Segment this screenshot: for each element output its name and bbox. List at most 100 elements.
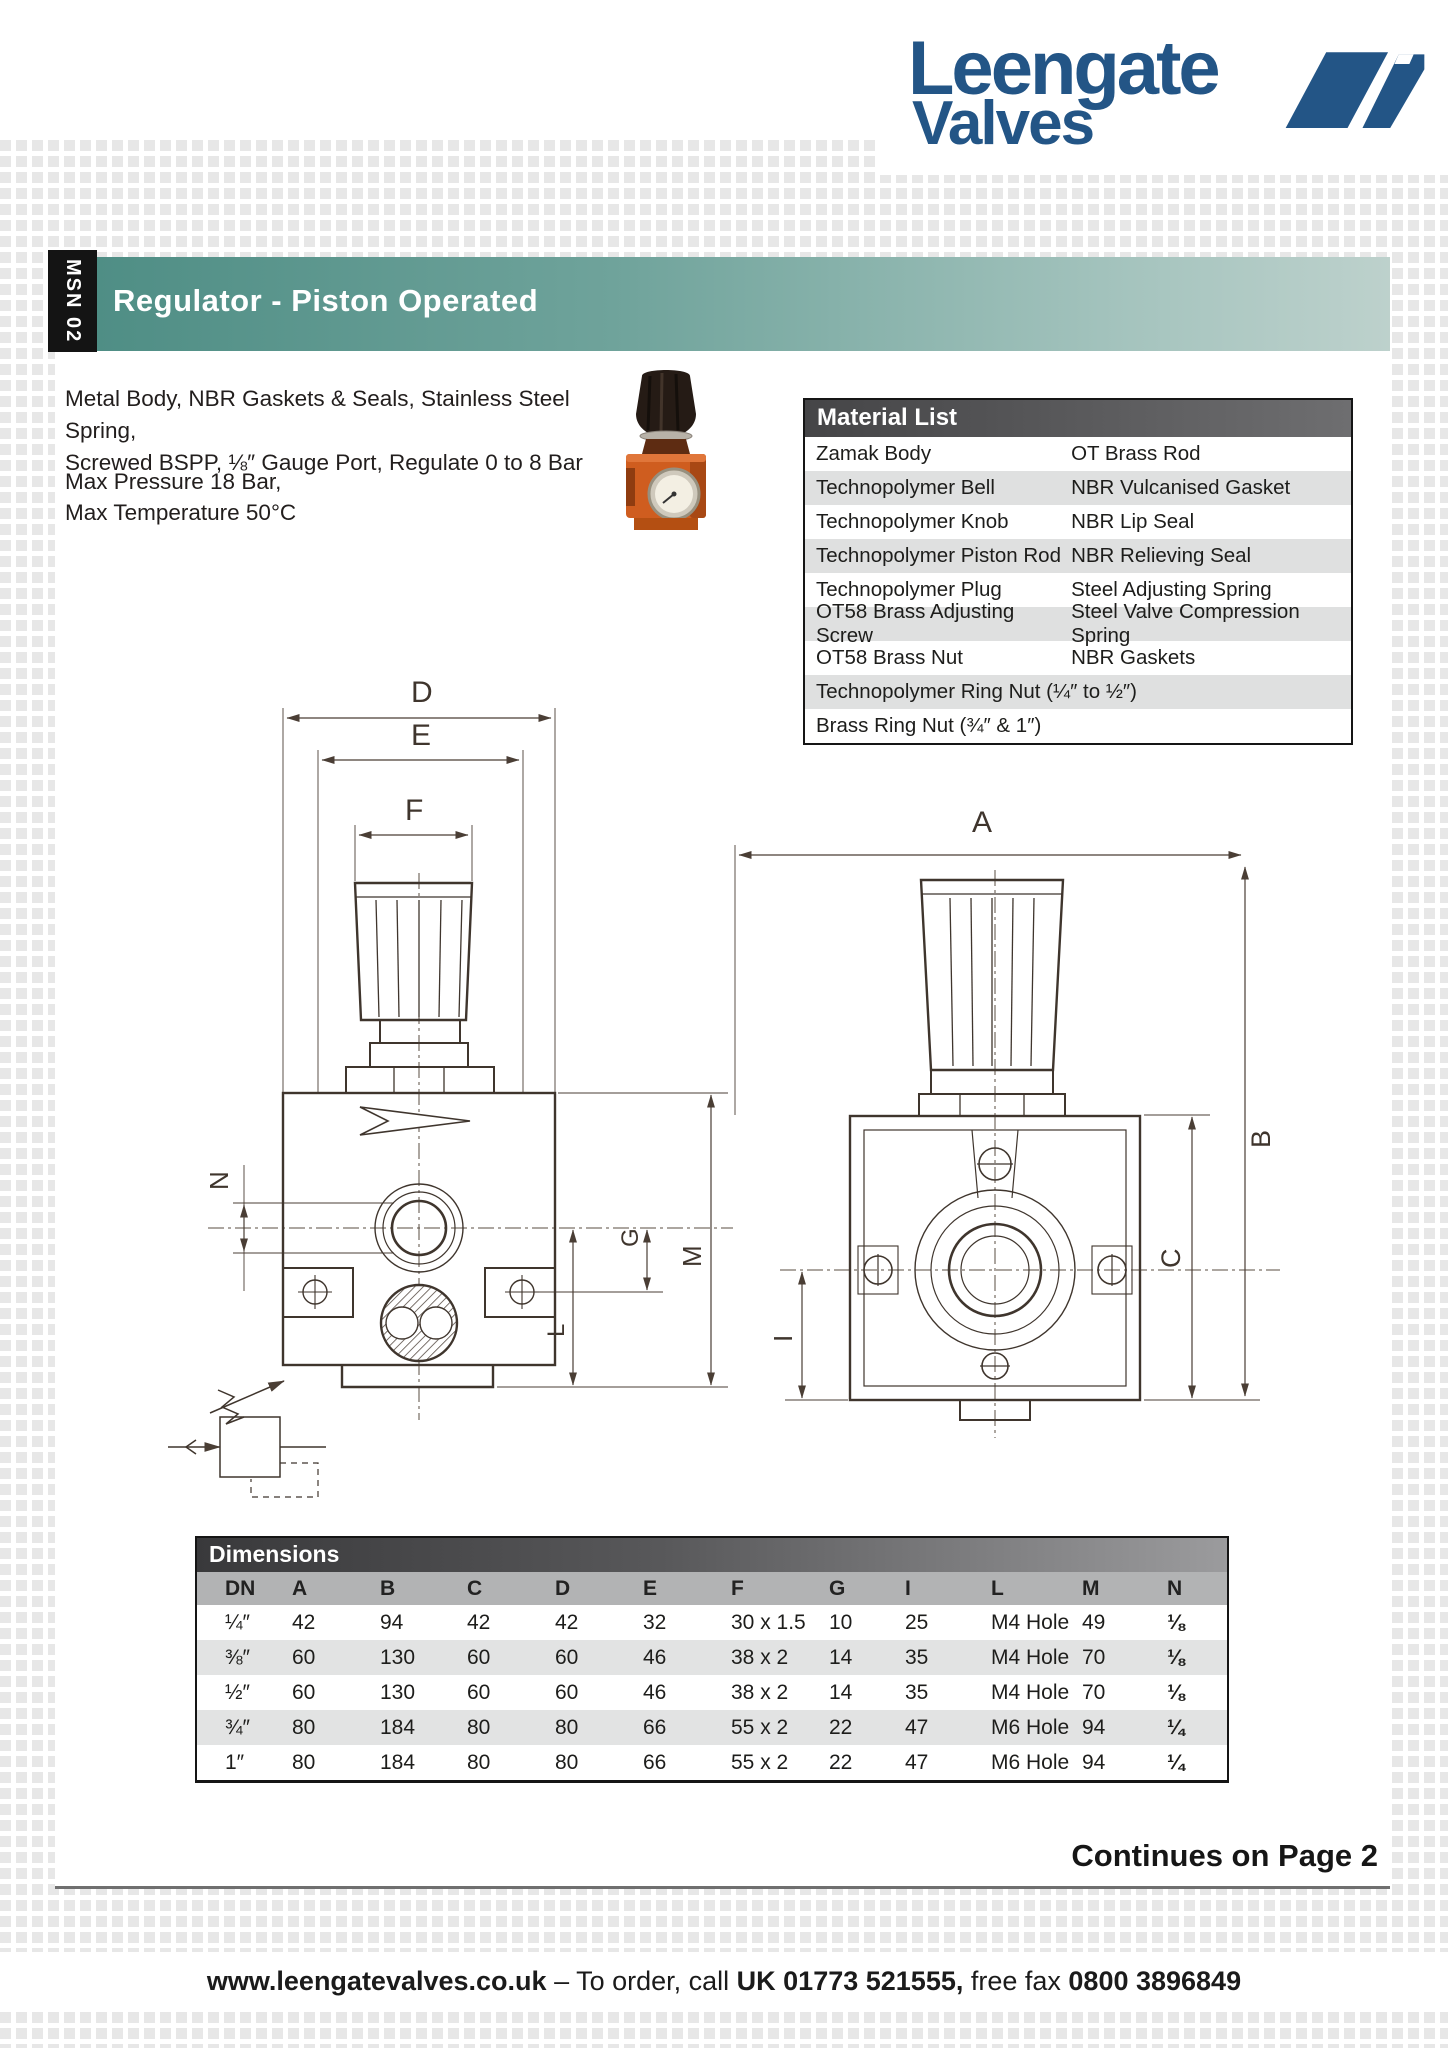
technical-drawing-front-view: D E F N G L M	[168, 676, 733, 1498]
material-item: Technopolymer Piston Rod	[816, 544, 1061, 567]
material-item: OT Brass Rod	[1071, 442, 1201, 465]
dim-col-header: E	[643, 1572, 731, 1605]
material-item: Technopolymer Bell	[816, 476, 995, 499]
dim-cell: 80	[292, 1750, 316, 1774]
material-item: Technopolymer Knob	[816, 510, 1009, 533]
dim-cell: 38 x 2	[731, 1680, 789, 1704]
material-row: Brass Ring Nut (¾″ & 1″)	[805, 709, 1351, 743]
dim-cell: 35	[905, 1640, 991, 1675]
pneumatic-regulator-symbol	[168, 1380, 326, 1498]
dim-label-N: N	[204, 1171, 234, 1190]
dim-col-header: DN	[197, 1572, 292, 1605]
logo-slash-icon	[1285, 52, 1425, 128]
dim-col-header: D	[555, 1572, 643, 1605]
dim-cell: 80	[555, 1750, 579, 1774]
dim-cell: ⅛	[1167, 1680, 1185, 1704]
max-pressure: Max Pressure 18 Bar,	[65, 469, 282, 494]
dim-cell: 80	[555, 1710, 643, 1745]
dim-cell: 1″	[225, 1750, 245, 1774]
dim-cell: ¼	[1167, 1710, 1227, 1745]
dim-cell: ⅜″	[197, 1640, 292, 1675]
footer: www.leengatevalves.co.uk – To order, cal…	[0, 1952, 1448, 2010]
dim-cell: 55 x 2	[731, 1710, 829, 1745]
continues-note: Continues on Page 2	[1071, 1838, 1378, 1873]
material-item: Brass Ring Nut (¾″ & 1″)	[816, 714, 1042, 737]
dim-cell: 25	[905, 1610, 929, 1634]
footer-url-link[interactable]: www.leengatevalves.co.uk	[206, 1965, 547, 1996]
dim-label-C: C	[1156, 1249, 1186, 1269]
msn-code-tab: MSN 02	[48, 250, 97, 352]
dim-cell: 14	[829, 1680, 853, 1704]
material-row: Zamak Body OT Brass Rod	[805, 437, 1351, 471]
dim-cell: ⅛	[1167, 1610, 1185, 1634]
dim-cell: 94	[1082, 1710, 1167, 1745]
dim-label-D: D	[411, 676, 433, 709]
dim-cell: 46	[643, 1640, 731, 1675]
dim-cell: 94	[1082, 1750, 1106, 1774]
dim-cell: 130	[380, 1680, 416, 1704]
dim-cell: M4 Hole	[991, 1640, 1082, 1675]
dim-cell: M4 Hole	[991, 1610, 1070, 1634]
max-temperature: Max Temperature 50°C	[65, 500, 297, 525]
dim-cell: 184	[380, 1750, 416, 1774]
description-line: Screwed BSPP, ⅛″ Gauge Port, Regulate 0 …	[65, 450, 583, 475]
material-row: Technopolymer Ring Nut (¼″ to ½″)	[805, 675, 1351, 709]
dim-cell: 38 x 2	[731, 1640, 829, 1675]
logo-valves: Valves	[912, 89, 1095, 159]
dim-cell: 10	[829, 1610, 853, 1634]
company-logo: Leengate Valves	[880, 30, 1448, 175]
material-item: OT58 Brass Adjusting Screw	[816, 600, 1015, 647]
dim-col-header: F	[731, 1572, 829, 1605]
dim-label-A: A	[972, 806, 992, 839]
dim-cell: M6 Hole	[991, 1710, 1082, 1745]
dim-cell: 22	[829, 1750, 853, 1774]
logo-leengate: Leengate	[908, 26, 1221, 111]
dim-cell: 42	[292, 1610, 316, 1634]
dim-cell: ¼″	[225, 1610, 250, 1634]
dim-cell: 42	[467, 1610, 491, 1634]
dim-label-E: E	[411, 719, 431, 752]
dim-cell: 60	[555, 1680, 579, 1704]
dim-label-M: M	[677, 1245, 707, 1267]
dim-cell: 70	[1082, 1640, 1167, 1675]
material-item: Steel Valve Compression Spring	[1071, 600, 1300, 647]
product-photo	[626, 370, 706, 530]
material-item: Zamak Body	[816, 442, 932, 465]
dim-col-header: N	[1167, 1572, 1227, 1605]
dim-cell: 130	[380, 1640, 467, 1675]
dim-cell: ½″	[225, 1680, 250, 1704]
dim-col-header: M	[1082, 1572, 1167, 1605]
product-limits: Max Pressure 18 Bar, Max Temperature 50°…	[65, 466, 610, 528]
dim-cell: 47	[905, 1710, 991, 1745]
material-row: OT58 Brass Adjusting Screw Steel Valve Co…	[805, 600, 1351, 647]
section-header-bar: Regulator - Piston Operated	[97, 257, 1390, 351]
dim-col-header: B	[380, 1572, 467, 1605]
logo-text: Leengate Valves	[908, 26, 1221, 159]
dim-cell: 49	[1082, 1610, 1106, 1634]
dim-col-header: L	[991, 1572, 1082, 1605]
dim-cell: 60	[292, 1680, 316, 1704]
dim-cell: 14	[829, 1640, 905, 1675]
dim-cell: ¾″	[197, 1710, 292, 1745]
dim-cell: 60	[467, 1680, 491, 1704]
description-line: Metal Body, NBR Gaskets & Seals, Stainle…	[65, 386, 570, 443]
technical-drawing-side-view: A B C I	[734, 806, 1280, 1438]
dim-label-I: I	[768, 1335, 798, 1342]
dim-cell: 46	[643, 1680, 667, 1704]
material-item: Technopolymer Ring Nut (¼″ to ½″)	[816, 680, 1138, 703]
material-item: Technopolymer Plug	[816, 578, 1002, 601]
material-item: Steel Adjusting Spring	[1071, 578, 1272, 601]
footer-fax: 0800 3896849	[1068, 1965, 1242, 1996]
dim-cell: 55 x 2	[731, 1750, 789, 1774]
dim-cell: 32	[643, 1610, 667, 1634]
page-title: Regulator - Piston Operated	[113, 283, 539, 318]
